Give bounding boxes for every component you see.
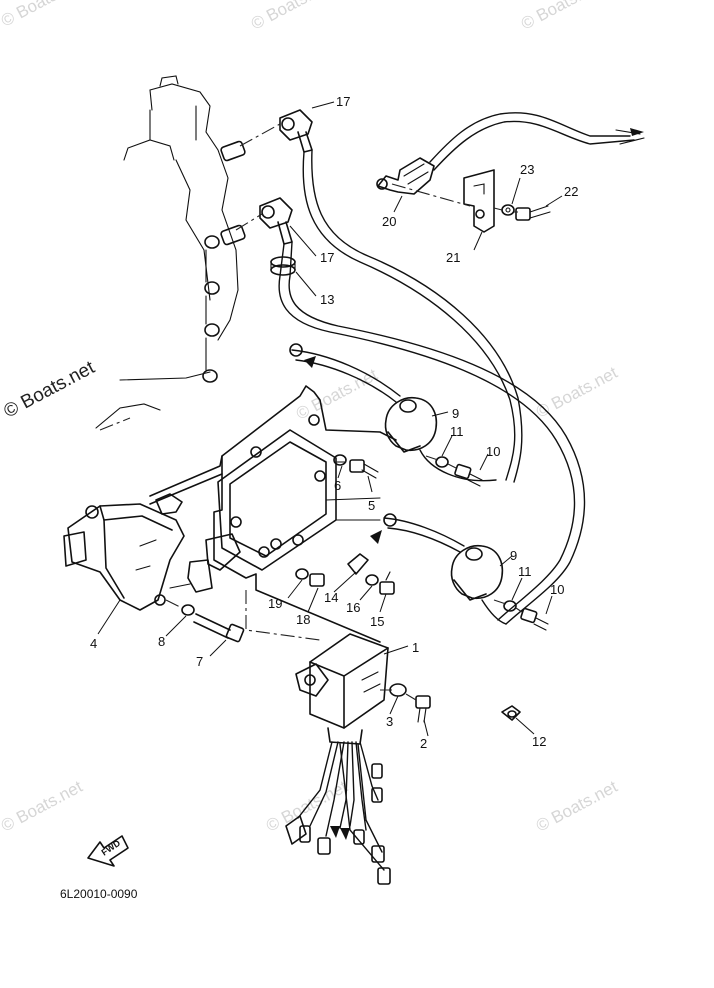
bracket xyxy=(63,493,185,611)
callout-15: 15 xyxy=(370,614,384,629)
callout-9-lower: 9 xyxy=(510,548,517,563)
bolt xyxy=(515,205,551,221)
callout-13: 13 xyxy=(320,292,334,307)
watermark: © Boats.net xyxy=(0,0,86,31)
callout-12: 12 xyxy=(532,734,546,749)
callout-3: 3 xyxy=(386,714,393,729)
washer xyxy=(389,683,407,697)
washer xyxy=(501,204,515,216)
assembly-lines xyxy=(99,123,523,701)
bolt xyxy=(193,613,245,643)
callout-19: 19 xyxy=(268,596,282,611)
high-tension-leads xyxy=(278,149,586,625)
switch-bracket xyxy=(463,169,495,233)
callout-6: 6 xyxy=(334,478,341,493)
ignition-coil-lower xyxy=(370,513,507,625)
callout-11-upper: 11 xyxy=(450,424,464,439)
watermark: © Boats.net xyxy=(533,777,621,836)
washer xyxy=(365,574,379,586)
watermark: © Boats.net xyxy=(248,0,336,34)
engine-cylinder-plugs xyxy=(202,235,220,383)
coil-washer xyxy=(435,456,517,612)
plug-cap-lower xyxy=(259,197,293,245)
cable-clip xyxy=(501,705,521,721)
callout-1: 1 xyxy=(412,640,419,655)
cdi-unit xyxy=(295,633,389,745)
engine-block-outline xyxy=(95,75,239,429)
drawing-code: 6L20010-0090 xyxy=(60,887,138,901)
spark-plug xyxy=(220,140,246,246)
ignition-coil-upper xyxy=(289,343,497,482)
bolt xyxy=(379,571,395,595)
callout-4: 4 xyxy=(90,636,97,651)
watermark-prominent: © Boats.net xyxy=(0,357,98,423)
callout-17-upper: 17 xyxy=(336,94,350,109)
washer xyxy=(181,604,195,616)
watermark: © Boats.net xyxy=(293,365,381,424)
callout-10-lower: 10 xyxy=(550,582,564,597)
callout-10-upper: 10 xyxy=(486,444,500,459)
callout-14: 14 xyxy=(324,590,338,605)
watermark: © Boats.net xyxy=(0,777,86,836)
watermark: © Boats.net xyxy=(533,363,621,422)
bolt xyxy=(309,573,325,587)
washer xyxy=(295,568,309,580)
mounting-plate xyxy=(149,385,397,643)
callout-9-upper: 9 xyxy=(452,406,459,421)
bolt xyxy=(415,695,431,723)
callout-leaders xyxy=(97,101,563,737)
callout-21: 21 xyxy=(446,250,460,265)
forward-arrow-icon: FWD xyxy=(87,835,129,867)
coil-bolt xyxy=(454,463,549,631)
stop-switch xyxy=(376,112,645,195)
callout-2: 2 xyxy=(420,736,427,751)
callout-labels: 1 2 3 4 5 6 7 8 9 9 10 10 11 11 12 13 14… xyxy=(90,94,578,751)
callout-23: 23 xyxy=(520,162,534,177)
plug-cap-upper xyxy=(279,109,313,153)
washer xyxy=(333,454,347,466)
callout-16: 16 xyxy=(346,600,360,615)
watermark: © Boats.net xyxy=(518,0,606,34)
callout-17-lower: 17 xyxy=(320,250,334,265)
bolt xyxy=(349,459,379,479)
callout-20: 20 xyxy=(382,214,396,229)
callout-22: 22 xyxy=(564,184,578,199)
callout-11-lower: 11 xyxy=(518,564,532,579)
cdi-wire-harness xyxy=(285,741,391,885)
clamp xyxy=(347,553,369,575)
callout-18: 18 xyxy=(296,612,310,627)
callout-5: 5 xyxy=(368,498,375,513)
callout-8: 8 xyxy=(158,634,165,649)
callout-7: 7 xyxy=(196,654,203,669)
